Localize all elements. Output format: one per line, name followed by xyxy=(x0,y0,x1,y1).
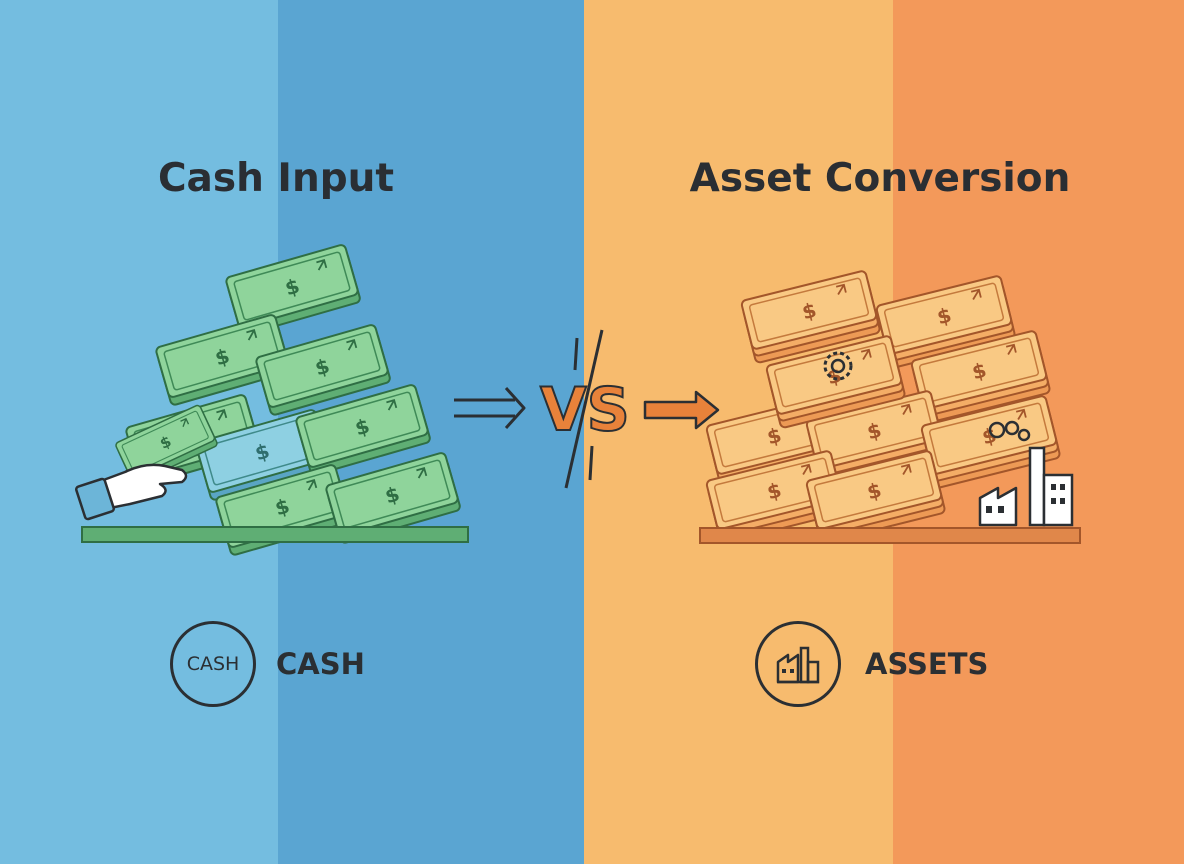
vs-graphic: VS xyxy=(454,329,720,489)
cash-stack-illustration: $ $ xyxy=(75,242,469,557)
arrow-right-icon xyxy=(454,386,526,430)
asset-conversion-heading: Asset Conversion xyxy=(689,156,1071,201)
factory-icon xyxy=(776,646,820,684)
assets-badge xyxy=(755,621,841,707)
cash-badge: CASH xyxy=(170,621,256,707)
cash-label: CASH xyxy=(276,647,365,681)
vs-divider-icon xyxy=(564,329,604,489)
asset-stack-illustration: $ xyxy=(699,269,1081,545)
cash-input-heading: Cash Input xyxy=(157,156,395,201)
hand-with-cash-icon xyxy=(75,403,219,521)
cash-badge-text: CASH xyxy=(186,653,240,675)
vs-text: VS xyxy=(540,375,630,445)
gear-icon xyxy=(764,334,907,430)
banknote-icon xyxy=(124,242,462,557)
assets-label: ASSETS xyxy=(865,647,989,681)
arrow-right-icon xyxy=(643,390,720,430)
factory-icon xyxy=(978,420,1074,527)
